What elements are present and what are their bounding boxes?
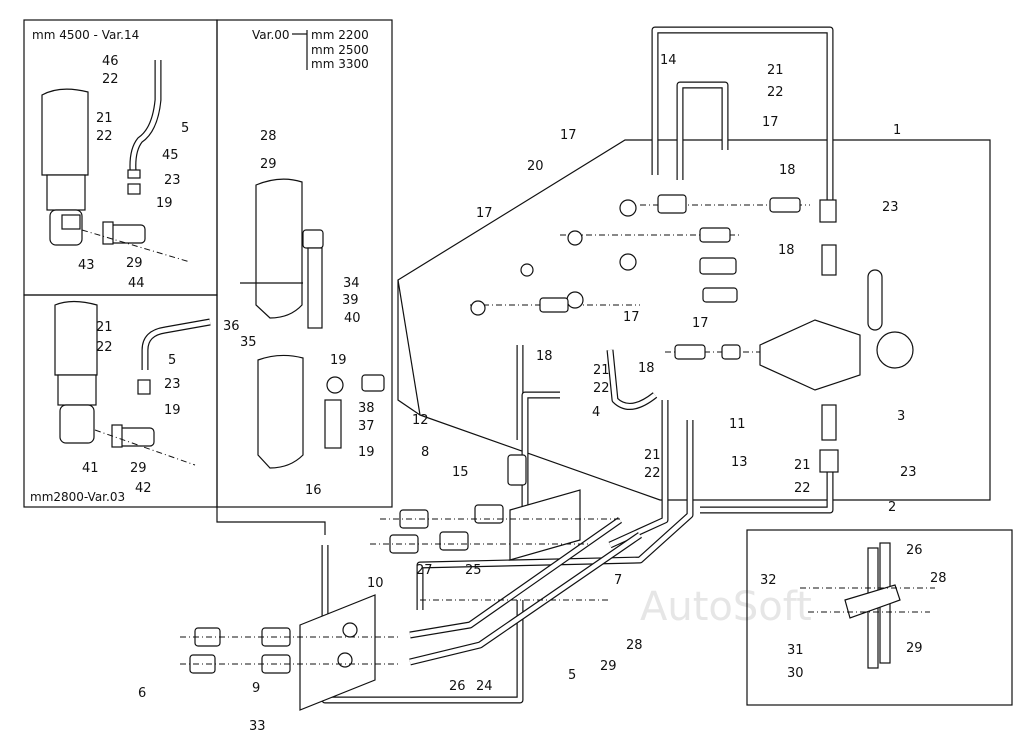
part-callout-var03: 22 [96,340,113,355]
part-callout-main: 18 [638,361,655,376]
part-callout-main: 22 [644,466,661,481]
part-callout-main: 2 [888,500,896,515]
part-callout-var00: 38 [358,401,375,416]
part-callout-main: 27 [416,563,433,578]
part-callout-main: 22 [593,381,610,396]
filter-var14-drawing [41,60,191,263]
part-callout-main: 23 [882,200,899,215]
part-callout-main: 25 [465,563,482,578]
part-callout-main: 26 [449,679,466,694]
part-callout-main: 21 [767,63,784,78]
filter-var00-drawing [240,178,385,469]
part-callout-var14: 43 [78,258,95,273]
part-callout-var14: 21 [96,111,113,126]
part-callout-var14: 44 [128,276,145,291]
part-callout-main: 1 [893,123,901,138]
inset-clamp-frame [746,529,1013,706]
part-callout-main: 33 [249,719,266,734]
part-callout-main: 24 [476,679,493,694]
part-callout-main: 8 [421,445,429,460]
part-callout-main: 7 [614,573,622,588]
part-callout-main: 18 [778,243,795,258]
part-callout-var00: 34 [343,276,360,291]
main-assembly-drawing [180,26,991,711]
part-callout-main: 9 [252,681,260,696]
part-callout-clamp: 31 [787,643,804,658]
part-callout-main: 17 [762,115,779,130]
part-callout-var03: 21 [96,320,113,335]
inset-frames [23,19,1013,706]
part-callout-main: 12 [412,413,429,428]
part-callout-var03: 41 [82,461,99,476]
watermark: AutoSoft [640,584,812,630]
part-callout-var03: 29 [130,461,147,476]
part-callout-main: 22 [767,85,784,100]
part-callout-main: 3 [897,409,905,424]
part-callout-var14: 45 [162,148,179,163]
part-callout-var00: 39 [342,293,359,308]
part-callout-main: 17 [476,206,493,221]
part-callout-main: 10 [367,576,384,591]
part-callout-main: 5 [568,668,576,683]
part-callout-main: 28 [626,638,643,653]
part-callout-main: 13 [731,455,748,470]
part-callout-main: 17 [692,316,709,331]
part-callout-main: 14 [660,53,677,68]
part-callout-main: 18 [536,349,553,364]
part-callout-main: 18 [779,163,796,178]
part-callout-var14: 19 [156,196,173,211]
part-callout-clamp: 28 [930,571,947,586]
part-callout-main: 21 [593,363,610,378]
part-callout-var14: 5 [181,121,189,136]
part-callout-main: 21 [644,448,661,463]
part-callout-var00: 37 [358,419,375,434]
part-callout-main: 17 [560,128,577,143]
part-callout-main: 22 [794,481,811,496]
inset-var00-frame [216,19,393,508]
part-callout-main: 17 [623,310,640,325]
part-callout-var14: 22 [96,129,113,144]
part-callout-clamp: 30 [787,666,804,681]
part-callout-main: 11 [729,417,746,432]
part-callout-main: 21 [794,458,811,473]
part-callout-main: 29 [600,659,617,674]
part-callout-main: 20 [527,159,544,174]
part-callout-main: 23 [900,465,917,480]
part-callout-var00: 28 [260,129,277,144]
part-callout-var00: 19 [358,445,375,460]
part-callout-var03: 23 [164,377,181,392]
var00-title: Var.00 [252,28,290,42]
var14-title: mm 4500 - Var.14 [32,28,139,42]
part-callout-var03: 19 [164,403,181,418]
part-callout-var00: 36 [223,319,240,334]
part-callout-var03: 42 [135,481,152,496]
clamp-drawing [800,542,935,669]
part-callout-clamp: 29 [906,641,923,656]
part-callout-main: 6 [138,686,146,701]
part-callout-var14: 22 [102,72,119,87]
part-callout-main: 15 [452,465,469,480]
part-callout-var00: 29 [260,157,277,172]
part-callout-var14: 29 [126,256,143,271]
part-callout-var00: 19 [330,353,347,368]
part-callout-clamp: 26 [906,543,923,558]
part-callout-var00: 16 [305,483,322,498]
part-callout-var14: 23 [164,173,181,188]
part-callout-clamp: 32 [760,573,777,588]
part-callout-var14: 46 [102,54,119,69]
var00-length: mm 2500 [311,43,369,57]
part-callout-var00: 35 [240,335,257,350]
var00-length: mm 2200 [311,28,369,42]
var03-title: mm2800-Var.03 [30,490,125,504]
var00-length: mm 3300 [311,57,369,71]
part-callout-var03: 5 [168,353,176,368]
filter-var03-drawing [54,300,211,466]
part-callout-var00: 40 [344,311,361,326]
part-callout-main: 4 [592,405,600,420]
